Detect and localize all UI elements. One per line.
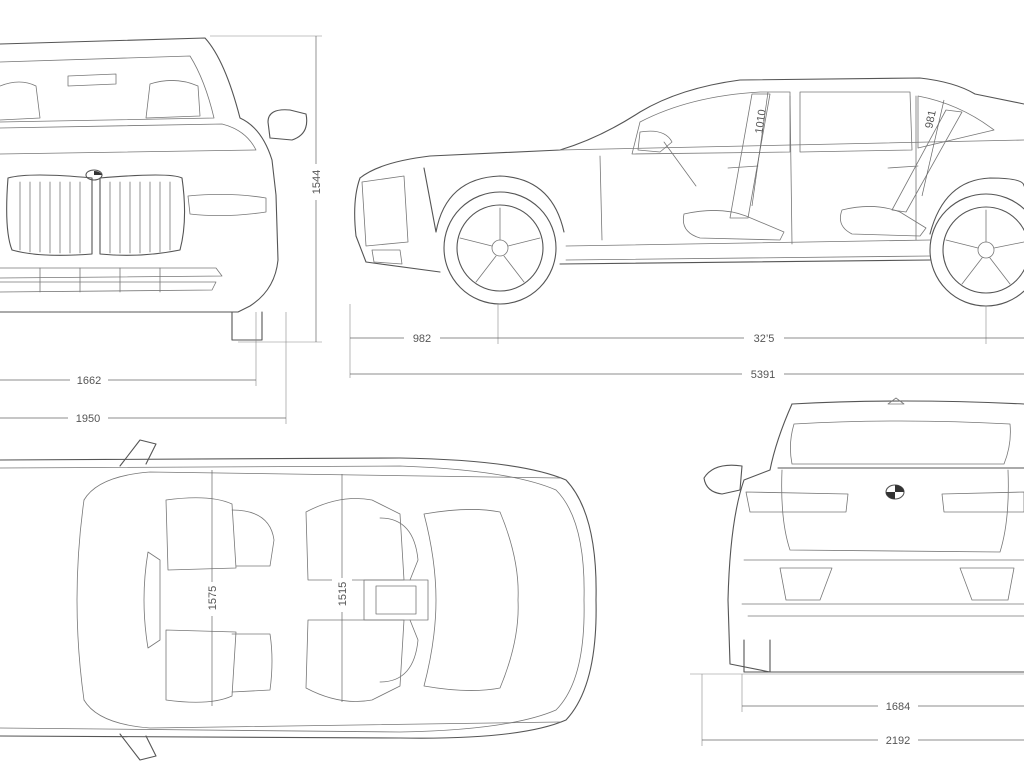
front-overhang-label: 982 xyxy=(413,333,431,345)
side-front-window xyxy=(631,91,791,155)
side-view xyxy=(354,77,1024,307)
rear-headroom-line xyxy=(921,99,945,197)
top-mirror-left xyxy=(119,439,157,467)
rear-shoulder-label: 1515 xyxy=(337,582,349,606)
seat-backs xyxy=(729,93,963,219)
rear-wheel xyxy=(929,177,1024,307)
rear-window xyxy=(790,420,1011,465)
tail-lights xyxy=(745,491,1024,513)
rear-view xyxy=(703,397,1024,673)
rear-mirror xyxy=(703,464,743,495)
rear-headroom-label: 981 xyxy=(923,109,939,129)
rear-seats xyxy=(143,497,275,703)
side-mirror xyxy=(637,130,673,153)
front-view xyxy=(0,37,308,341)
top-view xyxy=(0,439,597,761)
front-headlight xyxy=(187,194,267,216)
top-mirror-right xyxy=(119,733,157,761)
front-headroom-label: 1010 xyxy=(753,109,768,135)
front-wheel xyxy=(435,175,565,305)
rear-track-label: 1684 xyxy=(886,701,910,713)
kidney-grille xyxy=(6,174,186,256)
rear-dimensions: 1684 2192 xyxy=(690,673,1024,748)
front-dimensions: 1544 1662 1950 xyxy=(0,35,326,426)
top-dimensions: 1575 1515 xyxy=(202,470,352,706)
height-label: 1544 xyxy=(311,170,323,194)
front-headroom-line xyxy=(751,91,769,207)
wheelbase-label: 32’5 xyxy=(754,333,775,345)
front-seats xyxy=(305,498,429,702)
front-track-label: 1662 xyxy=(77,375,101,387)
width-label: 1950 xyxy=(76,413,100,425)
front-shoulder-label: 1575 xyxy=(207,586,219,610)
rear-width-label: 2192 xyxy=(886,735,910,747)
length-label: 5391 xyxy=(751,369,775,381)
side-dimensions: 982 32’5 5391 1010 981 xyxy=(349,91,1024,382)
side-rear-window xyxy=(799,91,913,153)
windshield xyxy=(423,509,519,691)
front-mirror xyxy=(267,109,308,141)
